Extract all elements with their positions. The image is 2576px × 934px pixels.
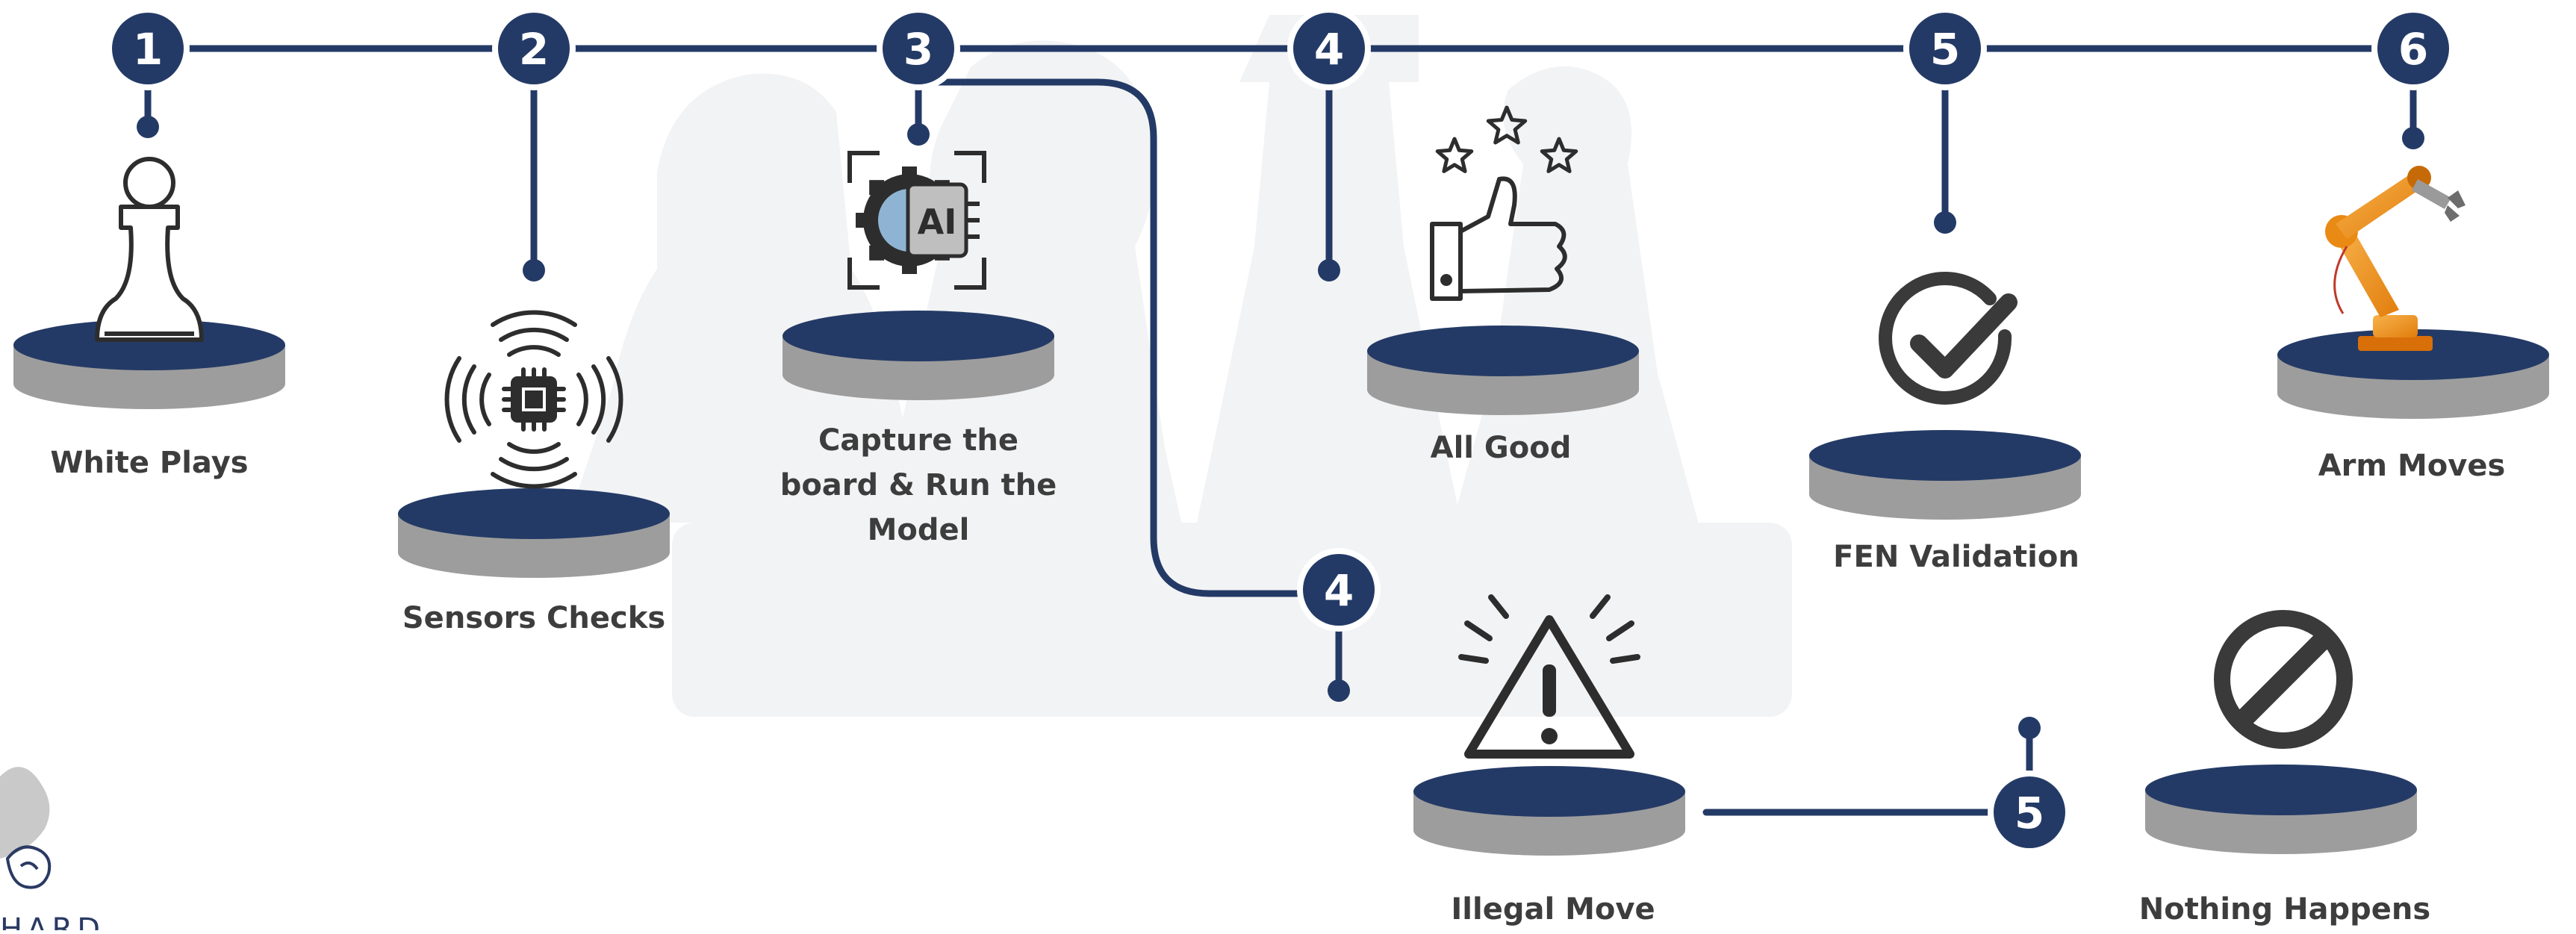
step-1-platform <box>13 320 285 409</box>
branch-5-badge: 5 <box>1988 770 2071 854</box>
sensor-chip-icon <box>444 310 623 489</box>
prohibited-icon <box>2214 610 2353 749</box>
thumbs-up-stars-icon <box>1430 105 1578 301</box>
step-3-badge: 3 <box>877 7 960 90</box>
step-3-stem <box>907 84 930 146</box>
robot-arm-icon <box>2325 166 2465 351</box>
branch-4-stem <box>1328 626 1350 702</box>
step-4-badge-number: 4 <box>1314 24 1344 75</box>
chess-logo-icon <box>0 767 52 889</box>
branch-5-stem <box>2018 717 2041 739</box>
branch-5-platform <box>2145 765 2417 854</box>
badges: 1 2 3 4 5 6 4 5 <box>106 7 2455 854</box>
branch-4-badge: 4 <box>1297 548 1381 632</box>
drop-stems <box>137 84 2424 739</box>
step-6-stem <box>2402 84 2424 149</box>
checkmark-circle-icon <box>1879 271 2017 405</box>
step-4-badge: 4 <box>1287 7 1371 90</box>
branch-label-nothing-happens: Nothing Happens <box>2138 892 2431 927</box>
step-2-stem <box>523 84 545 281</box>
step-6-badge-number: 6 <box>2398 24 2428 75</box>
step-6-platform <box>2277 329 2549 419</box>
step-1-badge-number: 1 <box>133 24 163 75</box>
chess-pawn-icon <box>95 157 204 342</box>
icons: AI <box>95 105 2465 759</box>
step-3-badge-number: 3 <box>903 24 933 75</box>
background-chess-pieces <box>567 15 1792 717</box>
brand-logo-text: HARD <box>0 912 105 930</box>
step-label-sensors-checks: Sensors Checks <box>402 601 666 635</box>
branch-4-platform <box>1413 766 1685 856</box>
step-4-platform <box>1367 326 1639 415</box>
svg-text:AI: AI <box>918 202 957 242</box>
step-5-platform <box>1809 430 2081 520</box>
step-1-badge: 1 <box>106 7 190 90</box>
step-label-white-plays: White Plays <box>50 446 249 480</box>
branch-5-badge-number: 5 <box>2015 788 2044 838</box>
step-2-badge: 2 <box>492 7 576 90</box>
branch-label-illegal-move: Illegal Move <box>1451 892 1655 927</box>
step-label-capture-board: Capture the board & Run the Model <box>780 423 1057 547</box>
step-6-badge: 6 <box>2371 7 2455 90</box>
step-5-badge-number: 5 <box>1930 24 1960 75</box>
branch-4-badge-number: 4 <box>1324 565 1354 616</box>
step-label-fen-validation: FEN Validation <box>1833 540 2079 574</box>
step-4-stem <box>1318 84 1340 281</box>
platforms <box>13 311 2549 856</box>
warning-icon <box>1458 594 1640 759</box>
step-1-stem <box>137 84 159 138</box>
step-3-platform <box>783 311 1054 400</box>
step-label-all-good: All Good <box>1430 431 1572 465</box>
step-2-badge-number: 2 <box>519 24 549 75</box>
step-5-stem <box>1934 84 1956 234</box>
step-5-badge: 5 <box>1903 7 1987 90</box>
ai-gear-icon: AI <box>847 151 986 290</box>
step-label-arm-moves: Arm Moves <box>2318 449 2506 483</box>
step-2-platform <box>398 488 670 578</box>
